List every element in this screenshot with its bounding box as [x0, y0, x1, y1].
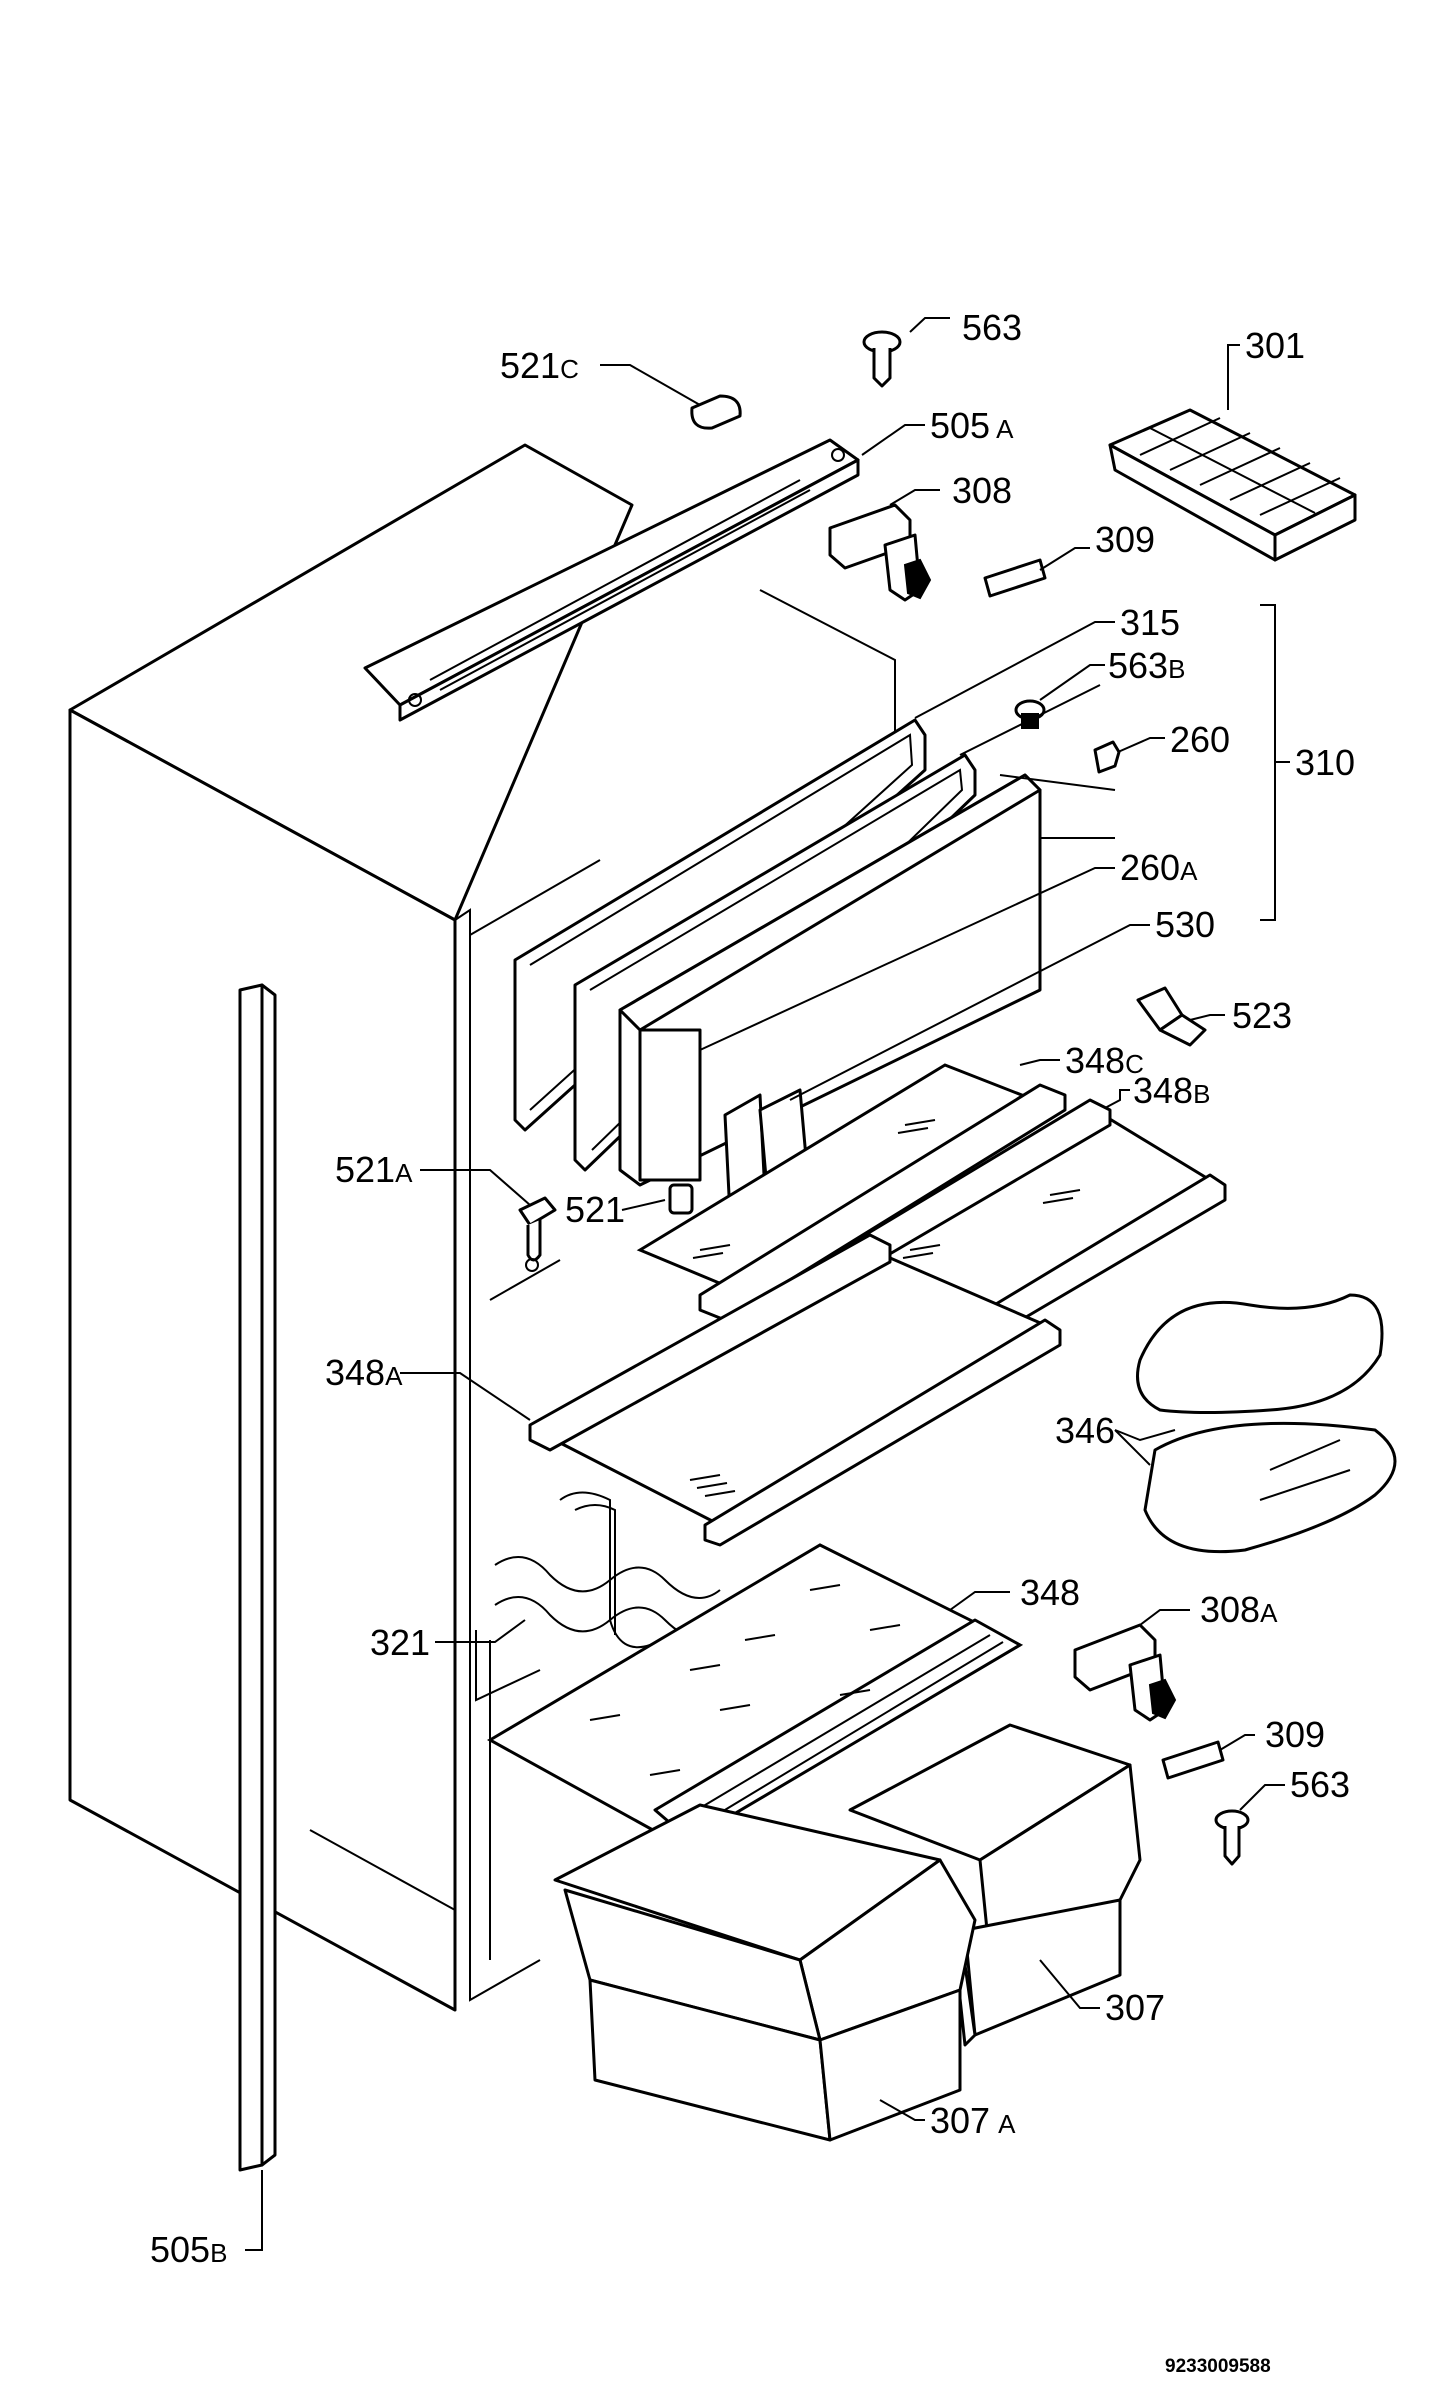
crisper-drawer-307a: [553, 1803, 977, 2142]
callout-563b: 563B: [1108, 645, 1185, 686]
screw-563-top: [862, 330, 902, 388]
callout-348: 348: [1020, 1572, 1080, 1613]
callout-505b: 505B: [150, 2229, 227, 2270]
screw-563-bottom: [1214, 1809, 1250, 1866]
shelf-vent-pattern: [679, 1634, 1004, 1829]
callout-521c: 521C: [500, 345, 579, 386]
ice-cube-tray-301: [1108, 408, 1357, 562]
callout-523: 523: [1232, 995, 1292, 1036]
callout-260: 260: [1170, 719, 1230, 760]
callout-348b: 348B: [1133, 1070, 1210, 1111]
glass-shelf-348a: [528, 1233, 1062, 1547]
bracket-523: [1136, 986, 1207, 1047]
callout-260a: 260A: [1120, 847, 1198, 888]
callout-307: 307: [1105, 1987, 1165, 2028]
callout-348a: 348A: [325, 1352, 403, 1393]
callout-530: 530: [1155, 904, 1215, 945]
support-521a: [518, 1196, 557, 1272]
callout-309-bottom: 309: [1265, 1714, 1325, 1755]
freezer-door-assembly-310: [513, 718, 1042, 1217]
wine-rack-321: [494, 1491, 721, 1649]
leader-lines: [245, 317, 1290, 2251]
callout-308a: 308A: [1200, 1589, 1278, 1630]
callout-563-top: 563: [962, 307, 1022, 348]
callout-315: 315: [1120, 602, 1180, 643]
callout-301: 301: [1245, 325, 1305, 366]
hinge-308: [828, 503, 932, 602]
hinge-308a: [1073, 1623, 1177, 1722]
label-plate-309-bottom: [1161, 1740, 1225, 1780]
clip-260: [1093, 740, 1121, 774]
callout-310: 310: [1295, 742, 1355, 783]
seal-strip-505b: [238, 983, 277, 2172]
callout-521a: 521A: [335, 1149, 413, 1190]
drawing-code: 9233009588: [1165, 2356, 1271, 2377]
callout-308: 308: [952, 470, 1012, 511]
cap-521c: [690, 394, 742, 430]
butter-dish-346: [1136, 1293, 1397, 1554]
callout-346: 346: [1055, 1410, 1115, 1451]
glass-shelf-348c: [636, 1063, 1067, 1322]
callout-521: 521: [565, 1189, 625, 1230]
callout-563-bottom: 563: [1290, 1764, 1350, 1805]
callout-348c: 348C: [1065, 1040, 1144, 1081]
label-plate-309-top: [983, 558, 1047, 598]
callout-309-top: 309: [1095, 519, 1155, 560]
glass-shelf-348: [486, 1543, 1024, 1847]
callout-321: 321: [370, 1622, 430, 1663]
top-cover-strip-505a: [363, 438, 860, 722]
